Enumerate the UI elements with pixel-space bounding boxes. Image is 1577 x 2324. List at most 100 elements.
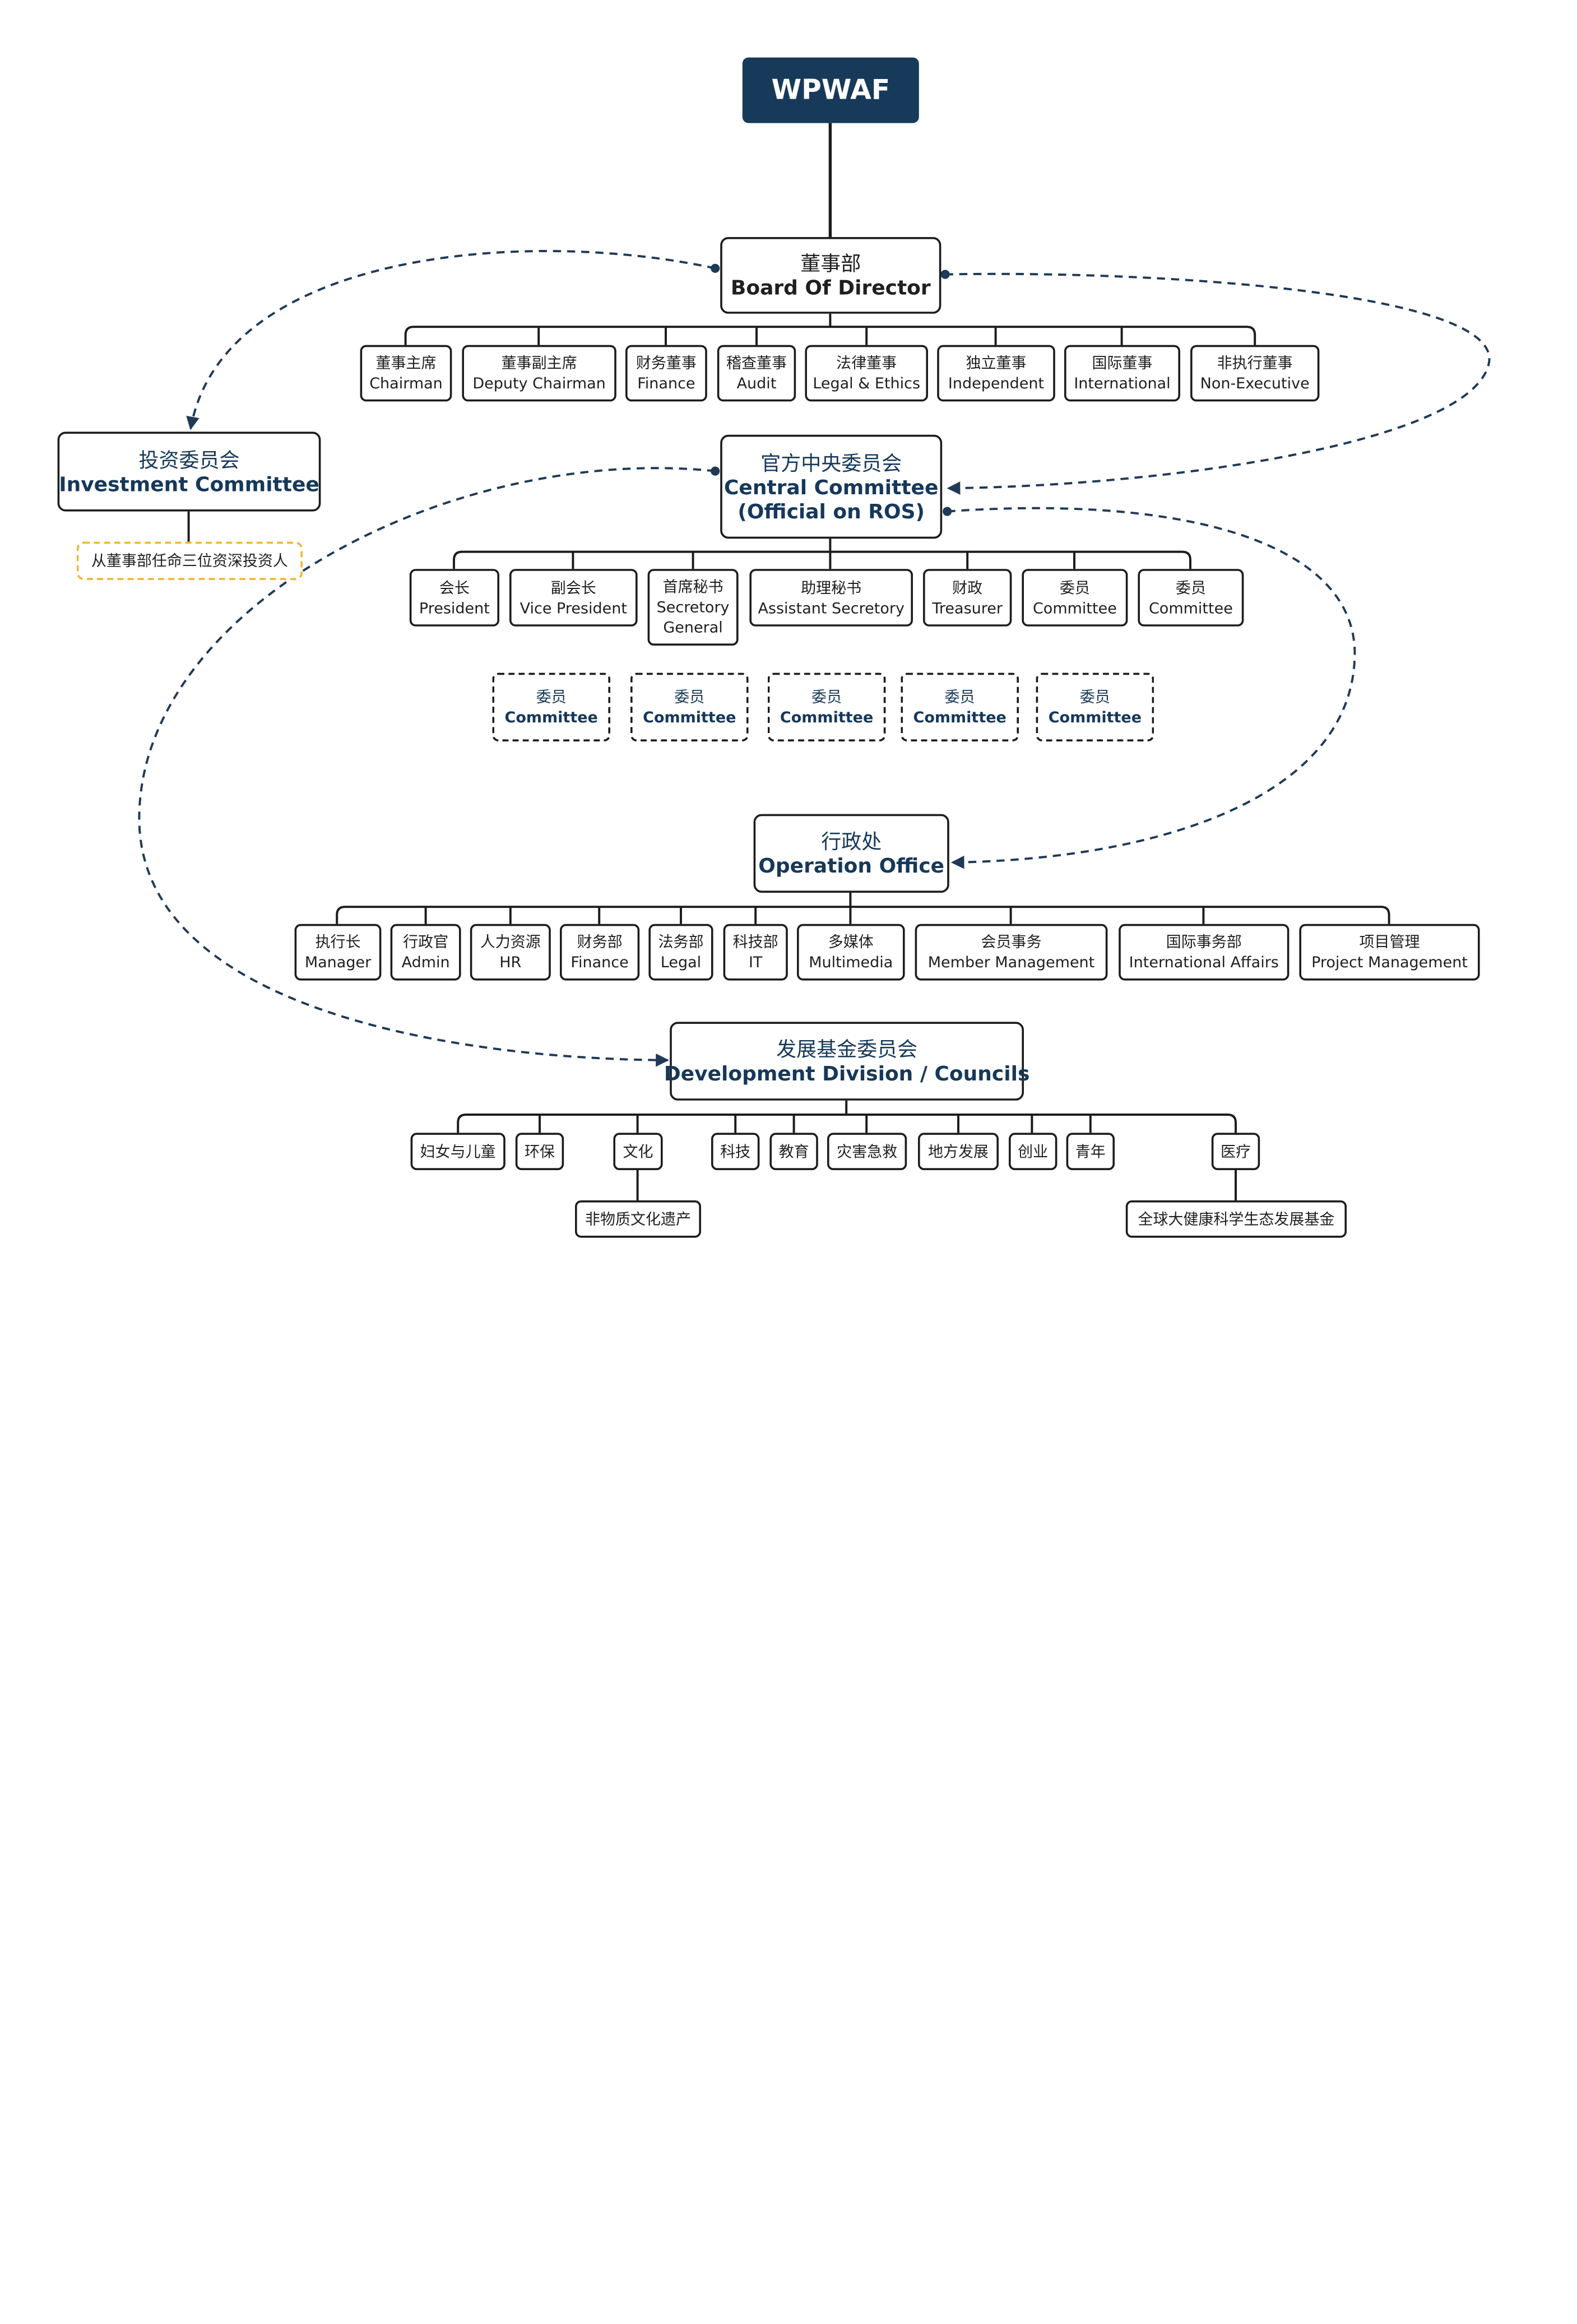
operation-member: 行政官 Admin xyxy=(390,924,461,981)
development-member: 灾害急救 xyxy=(827,1133,907,1170)
member-cn: 委员 xyxy=(536,688,567,706)
member-cn: 环保 xyxy=(524,1142,555,1161)
member-en: Member Management xyxy=(927,953,1095,972)
member-en: Committee xyxy=(1048,708,1142,726)
central-extra-member: 委员 Committee xyxy=(1036,672,1154,741)
root-title-box: WPWAF xyxy=(742,57,919,123)
operation-member: 人力资源 HR xyxy=(470,924,551,981)
development-member: 教育 xyxy=(769,1133,818,1170)
member-en: Chairman xyxy=(369,374,443,393)
member-cn: 委员 xyxy=(674,688,705,706)
member-en: Independent xyxy=(948,374,1045,393)
member-cn: 稽查董事 xyxy=(726,354,787,373)
board-member: 国际董事 International xyxy=(1064,345,1180,402)
development-en: Development Division / Councils xyxy=(664,1061,1030,1086)
member-cn: 妇女与儿童 xyxy=(420,1142,496,1161)
operation-member: 项目管理 Project Management xyxy=(1299,924,1480,981)
development-member: 环保 xyxy=(515,1133,564,1170)
development-member: 科技 xyxy=(711,1133,760,1170)
member-en: Project Management xyxy=(1311,953,1468,972)
central-member: 首席秘书 Secretory General xyxy=(647,569,739,646)
member-cn: 国际事务部 xyxy=(1166,933,1242,952)
operation-cn: 行政处 xyxy=(821,829,882,853)
investment-en: Investment Committee xyxy=(59,471,319,496)
member-cn: 委员 xyxy=(811,688,842,706)
board-member: 董事主席 Chairman xyxy=(360,345,452,402)
development-member: 地方发展 xyxy=(918,1133,999,1170)
member-cn: 科技 xyxy=(720,1142,751,1161)
member-en: Committee xyxy=(1032,599,1117,617)
member-cn: 项目管理 xyxy=(1359,933,1420,952)
member-en: IT xyxy=(748,953,763,972)
central-extra-member: 委员 Committee xyxy=(492,672,610,741)
medical-sub-label: 全球大健康科学生态发展基金 xyxy=(1138,1210,1335,1228)
central-extra-member: 委员 Committee xyxy=(901,672,1019,741)
member-en: Vice President xyxy=(520,599,627,617)
operation-member: 财务部 Finance xyxy=(560,924,640,981)
member-en: Deputy Chairman xyxy=(472,374,606,393)
operation-member: 法务部 Legal xyxy=(648,924,713,981)
central-extra-member: 委员 Committee xyxy=(630,672,749,741)
member-cn: 法律董事 xyxy=(836,354,897,373)
operation-member: 科技部 IT xyxy=(723,924,788,981)
member-cn: 副会长 xyxy=(550,578,596,597)
member-en: International Affairs xyxy=(1129,953,1279,972)
investment-note: 从董事部任命三位资深投资人 xyxy=(76,541,303,580)
member-en: Manager xyxy=(304,953,372,972)
central-member: 会长 President xyxy=(409,569,499,627)
member-en2: General xyxy=(663,618,723,637)
member-en: Admin xyxy=(401,953,450,972)
central-cn: 官方中央委员会 xyxy=(760,450,902,475)
member-en: Secretory xyxy=(656,598,730,616)
member-en: Committee xyxy=(643,708,736,726)
member-cn: 执行长 xyxy=(315,933,361,952)
central-en1: Central Committee xyxy=(724,474,939,499)
development-member: 医疗 xyxy=(1211,1133,1260,1170)
operation-member: 执行长 Manager xyxy=(294,924,382,981)
member-cn: 委员 xyxy=(1079,688,1110,706)
member-cn: 董事副主席 xyxy=(501,354,577,373)
board-en: Board Of Director xyxy=(730,275,931,300)
development-member: 妇女与儿童 xyxy=(410,1133,505,1170)
medical-sub-box: 全球大健康科学生态发展基金 xyxy=(1125,1200,1347,1238)
member-cn: 青年 xyxy=(1075,1142,1106,1161)
operation-en: Operation Office xyxy=(758,853,945,878)
investment-cn: 投资委员会 xyxy=(138,447,240,472)
member-cn: 委员 xyxy=(944,688,975,706)
development-cn: 发展基金委员会 xyxy=(776,1037,918,1061)
central-extra-member: 委员 Committee xyxy=(767,672,886,741)
member-en: Finance xyxy=(637,374,695,393)
member-en: President xyxy=(419,599,490,617)
board-cn: 董事部 xyxy=(800,251,861,276)
member-cn: 行政官 xyxy=(403,933,449,952)
member-en: Committee xyxy=(1148,599,1233,617)
board-member: 法律董事 Legal & Ethics xyxy=(805,345,928,402)
development-member: 创业 xyxy=(1009,1133,1057,1170)
central-committee-box: 官方中央委员会 Central Committee (Official on R… xyxy=(720,434,943,539)
member-cn: 委员 xyxy=(1059,578,1090,597)
member-cn: 财务董事 xyxy=(636,354,697,373)
board-member: 董事副主席 Deputy Chairman xyxy=(462,345,616,402)
member-cn: 人力资源 xyxy=(480,933,541,952)
member-en: Audit xyxy=(736,374,777,393)
central-en2: (Official on ROS) xyxy=(738,499,925,523)
member-en: Non-Executive xyxy=(1200,374,1310,393)
development-division-box: 发展基金委员会 Development Division / Councils xyxy=(664,1022,1029,1101)
member-en: Legal & Ethics xyxy=(813,374,921,393)
investment-committee-box: 投资委员会 Investment Committee xyxy=(57,432,321,512)
culture-sub-box: 非物质文化遗产 xyxy=(575,1200,701,1238)
member-cn: 教育 xyxy=(778,1142,809,1161)
member-cn: 独立董事 xyxy=(966,354,1027,373)
root-title: WPWAF xyxy=(771,74,890,106)
central-member: 委员 Committee xyxy=(1022,569,1128,627)
central-member: 财政 Treasurer xyxy=(923,569,1012,627)
member-en: HR xyxy=(499,953,522,972)
operation-office-box: 行政处 Operation Office xyxy=(753,814,949,893)
member-cn: 多媒体 xyxy=(828,933,874,952)
operation-member: 多媒体 Multimedia xyxy=(797,924,905,981)
member-en: Committee xyxy=(780,708,874,726)
member-cn: 会长 xyxy=(439,578,470,597)
member-cn: 创业 xyxy=(1018,1142,1049,1161)
member-cn: 董事主席 xyxy=(375,354,437,373)
